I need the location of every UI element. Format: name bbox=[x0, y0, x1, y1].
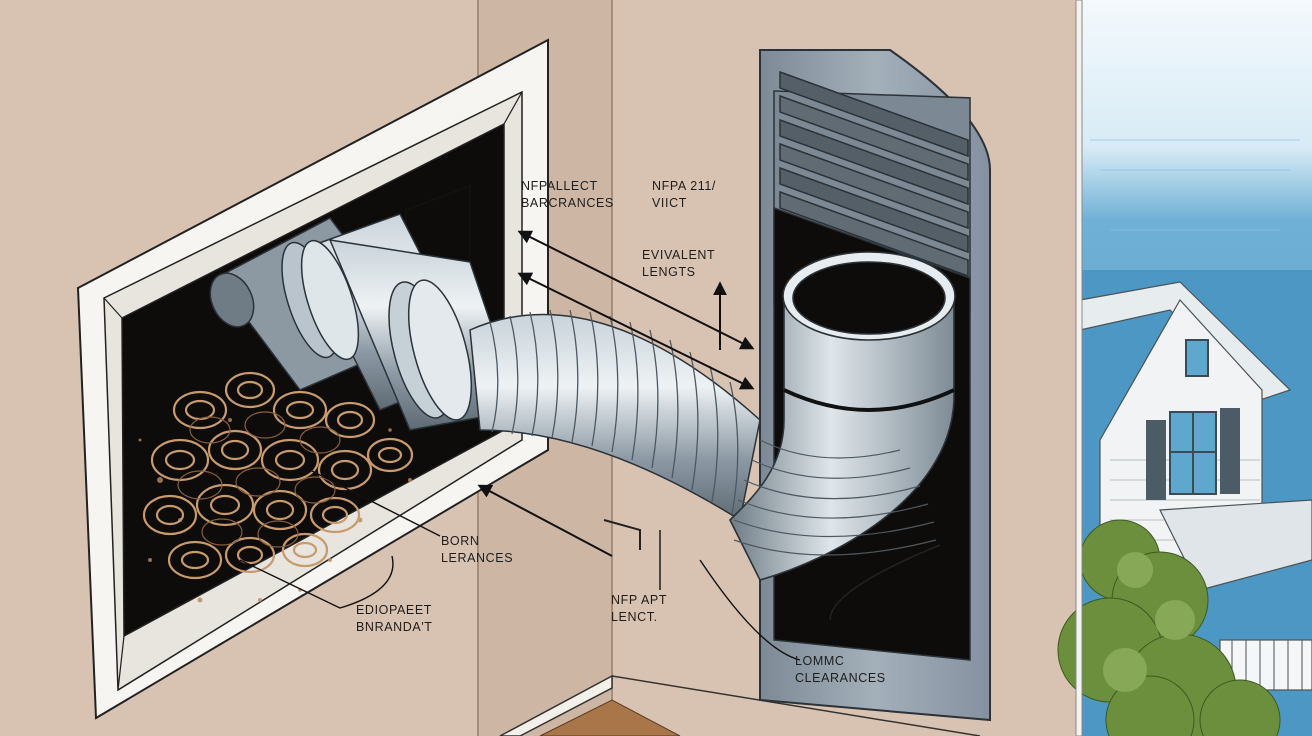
floor bbox=[539, 699, 681, 736]
dimension-bracket bbox=[405, 184, 471, 256]
window-frame bbox=[1075, 0, 1083, 736]
label-line: BARCRANCES bbox=[521, 196, 614, 210]
label-line: LOMMC bbox=[795, 654, 845, 668]
leader-edioparet bbox=[239, 555, 394, 609]
leader-loning bbox=[699, 559, 801, 661]
label-line: NFPA 211/ bbox=[652, 179, 716, 193]
label-line: BNRANDA'T bbox=[356, 620, 433, 634]
callout-lines bbox=[239, 184, 801, 661]
baseboard bbox=[499, 674, 613, 736]
label-loning-clearances: LOMMC CLEARANCES bbox=[795, 653, 886, 687]
label-line: LERANCES bbox=[441, 551, 514, 565]
label-born-clearances: BORN LERANCES bbox=[441, 533, 513, 567]
label-line: LENGTS bbox=[642, 265, 696, 279]
label-line: EVIVALENT bbox=[642, 248, 716, 262]
lint-debris bbox=[138, 371, 414, 603]
arrow-born-clearances bbox=[477, 484, 613, 557]
arrow-duct-length bbox=[517, 272, 755, 390]
label-line: CLEARANCES bbox=[795, 671, 886, 685]
label-nfp-apt-length: NFP APT LENCT. bbox=[611, 592, 667, 626]
louver-grille bbox=[779, 70, 969, 278]
label-edioparet: EDIOPAEET BNRANDA'T bbox=[356, 602, 433, 636]
label-line: EDIOPAEET bbox=[356, 603, 433, 617]
exterior-view bbox=[1057, 0, 1312, 736]
label-equivalent-lengths: EVIVALENT LENGTS bbox=[642, 247, 715, 281]
label-line: LENCT. bbox=[611, 610, 658, 624]
elbow-duct bbox=[729, 251, 956, 581]
label-nfpa-211: NFPA 211/ VIICT bbox=[652, 178, 716, 212]
label-nfpa-effect-barrier-clearances: NFPALLECT BARCRANCES bbox=[521, 178, 614, 212]
rigid-duct bbox=[209, 213, 521, 431]
label-line: VIICT bbox=[652, 196, 687, 210]
label-line: NFPALLECT bbox=[521, 179, 598, 193]
bracket bbox=[603, 519, 641, 550]
label-line: BORN bbox=[441, 534, 480, 548]
label-line: NFP APT bbox=[611, 593, 668, 607]
leader-born-clearances bbox=[309, 469, 441, 537]
